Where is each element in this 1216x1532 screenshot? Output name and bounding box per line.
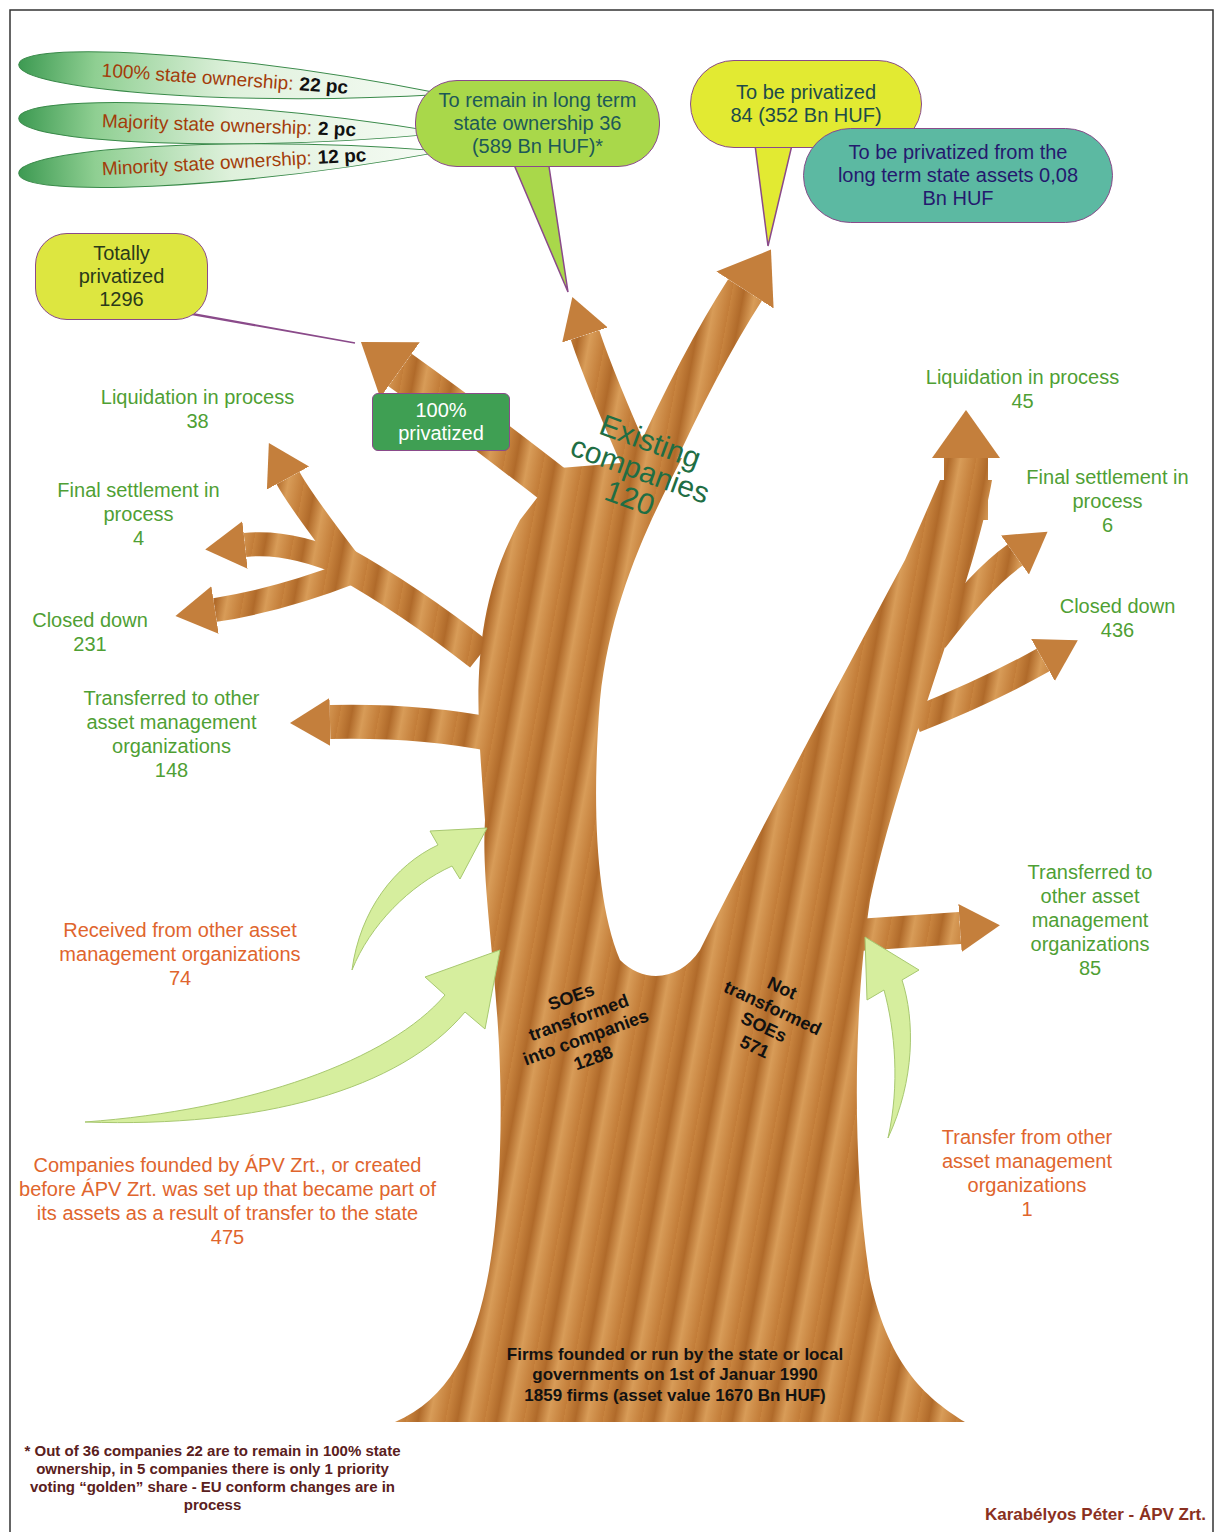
label-group: Final settlement in process4 [56,478,221,550]
callout-bubble: To be privatized from the long term stat… [803,128,1113,223]
branch-label: Final settlement in process [56,478,221,526]
label-group: Transfer from other asset management org… [922,1125,1132,1221]
count-number: 38 [70,409,325,433]
callout-text: To be privatized 84 (352 Bn HUF) [724,81,888,127]
label-group: Karabélyos Péter - ÁPV Zrt. [920,1505,1206,1525]
branch-label: Transferred to other asset management or… [1015,860,1165,956]
label-group: Not transformed SOEs571 [699,955,837,1081]
callout-text: To be privatized from the long term stat… [829,141,1087,210]
count-number: 1 [922,1197,1132,1221]
branch-label: Companies founded by ÁPV Zrt., or create… [15,1153,440,1225]
label-group: Closed down231 [15,608,165,656]
label-group: Firms founded or run by the state or loc… [490,1345,860,1406]
branch-label: Received from other asset management org… [30,918,330,966]
callout-text: Totally privatized 1296 [67,242,176,311]
callout-text: To remain in long term state ownership 3… [436,89,639,158]
label-group: * Out of 36 companies 22 are to remain i… [20,1442,405,1514]
count-number: 74 [30,966,330,990]
count-number: 475 [15,1225,440,1249]
label-group: Transferred to other asset management or… [64,686,279,782]
count-number: 4 [56,526,221,550]
label-group: Received from other asset management org… [30,918,330,990]
branch-label: Liquidation in process [70,385,325,409]
branch-label: * Out of 36 companies 22 are to remain i… [20,1442,405,1514]
label-group: Transferred to other asset management or… [1015,860,1165,980]
branch-label: Final settlement in process [1025,465,1190,513]
branch-label: Closed down [1040,594,1195,618]
callout-bubble: To remain in long term state ownership 3… [415,80,660,167]
callout-bubble: Totally privatized 1296 [35,233,208,320]
count-number: 45 [900,389,1145,413]
count-number: 6 [1025,513,1190,537]
label-group: Final settlement in process6 [1025,465,1190,537]
branch-label: Transferred to other asset management or… [64,686,279,758]
label-box: 100% privatized [372,393,510,451]
ownership-share: 2 pc [318,118,357,140]
label-group: Existing companies120 [531,394,750,547]
branch-label: Transfer from other asset management org… [922,1125,1132,1197]
branch-label: Firms founded or run by the state or loc… [490,1345,860,1386]
label-group: Liquidation in process45 [900,365,1145,413]
label-group: Closed down436 [1040,594,1195,642]
branch-label: Liquidation in process [900,365,1145,389]
label-group: SOEs transformed into companies1288 [504,965,660,1092]
branch-label: Closed down [15,608,165,632]
branch-label: Karabélyos Péter - ÁPV Zrt. [920,1505,1206,1525]
label-group: Liquidation in process38 [70,385,325,433]
branch-label: Not transformed SOEs [708,955,837,1061]
count-number: 231 [15,632,165,656]
ownership-share: 22 pc [299,73,349,97]
branch-label: 1859 firms (asset value 1670 Bn HUF) [490,1386,860,1406]
label-group: Companies founded by ÁPV Zrt., or create… [15,1153,440,1249]
callout-text: 100% privatized [392,399,490,445]
count-number: 85 [1015,956,1165,980]
ownership-share: 12 pc [317,144,367,168]
count-number: 148 [64,758,279,782]
count-number: 436 [1040,618,1195,642]
